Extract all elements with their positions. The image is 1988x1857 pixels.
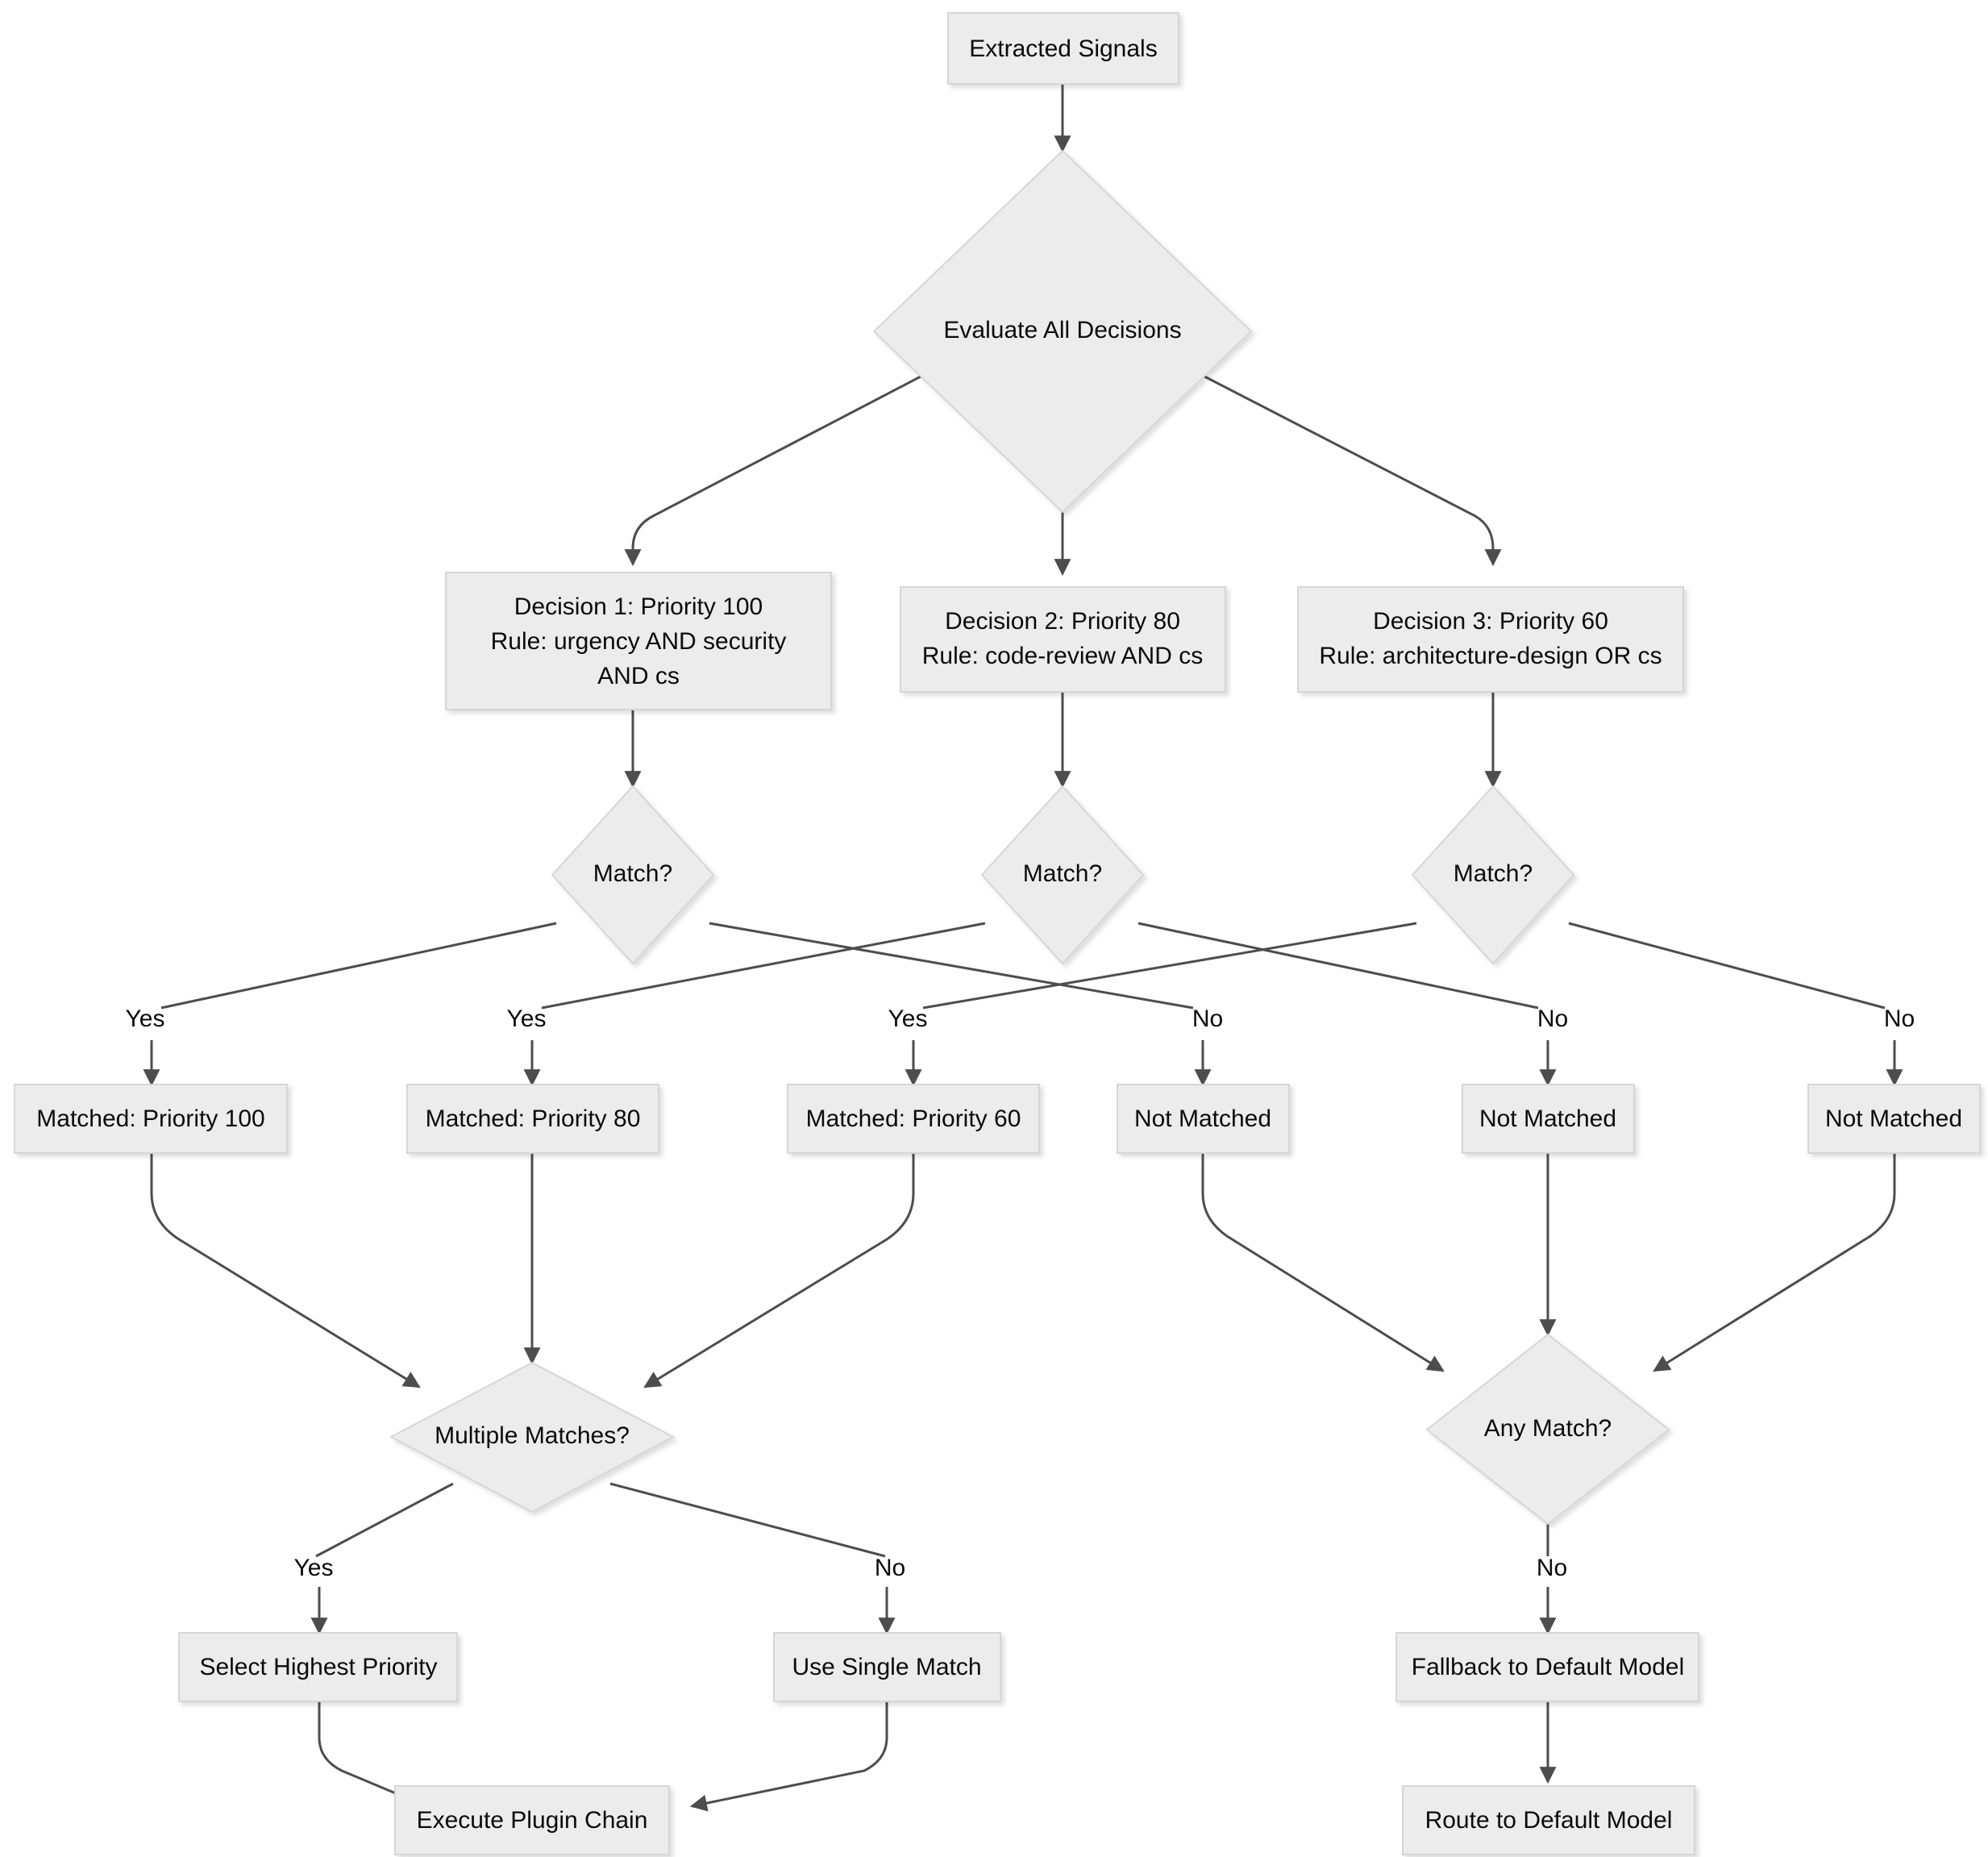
- nodes-layer: Extracted Signals Evaluate All Decisions…: [14, 12, 1981, 1855]
- edge-multiple-no: [609, 1482, 886, 1558]
- edge-label-multiple-yes: Yes: [294, 1555, 334, 1581]
- node-decision-1-line-1: Decision 1: Priority 100: [514, 593, 763, 620]
- node-matched-priority-100-label: Matched: Priority 100: [36, 1105, 264, 1132]
- edge-matched100-to-multiple: [150, 1153, 421, 1389]
- node-decision-2-line-1: Decision 2: Priority 80: [945, 608, 1180, 635]
- edge-notmatched3-to-anymatch: [1653, 1153, 1896, 1372]
- edge-multiple-yes: [315, 1482, 454, 1558]
- node-extracted-signals-label: Extracted Signals: [969, 35, 1157, 62]
- node-not-matched-1[interactable]: Not Matched: [1117, 1084, 1290, 1154]
- node-not-matched-3-label: Not Matched: [1825, 1105, 1962, 1132]
- node-decision-2[interactable]: Decision 2: Priority 80 Rule: code-revie…: [900, 586, 1226, 693]
- edge-match1-no: [709, 922, 1194, 1010]
- node-use-single-match[interactable]: Use Single Match: [773, 1632, 1001, 1702]
- node-decision-3-line-1: Decision 3: Priority 60: [1373, 608, 1608, 635]
- node-matched-priority-60[interactable]: Matched: Priority 60: [787, 1084, 1040, 1154]
- node-any-match[interactable]: Any Match?: [1425, 1333, 1670, 1526]
- node-matched-priority-80-label: Matched: Priority 80: [426, 1105, 641, 1132]
- node-multiple-matches[interactable]: Multiple Matches?: [389, 1361, 676, 1513]
- node-multiple-matches-label: Multiple Matches?: [435, 1422, 630, 1449]
- node-not-matched-1-label: Not Matched: [1134, 1105, 1271, 1132]
- node-fallback-to-default-model[interactable]: Fallback to Default Model: [1395, 1632, 1699, 1702]
- edge-label-anymatch-no: No: [1537, 1555, 1567, 1581]
- edge-usesingle-to-execute: [689, 1701, 888, 1812]
- node-select-highest-priority-label: Select Highest Priority: [199, 1654, 437, 1680]
- node-decision-1-line-3: AND cs: [597, 663, 680, 689]
- node-matched-priority-60-label: Matched: Priority 60: [806, 1105, 1021, 1132]
- node-match-1[interactable]: Match?: [551, 785, 715, 965]
- edge-match1-yes: [160, 922, 557, 1010]
- edge-notmatched1-to-anymatch: [1201, 1153, 1445, 1372]
- node-any-match-label: Any Match?: [1484, 1415, 1612, 1442]
- node-fallback-to-default-model-label: Fallback to Default Model: [1412, 1654, 1685, 1680]
- edges-layer: [143, 84, 1903, 1812]
- node-use-single-match-label: Use Single Match: [792, 1654, 981, 1680]
- node-evaluate-all-decisions[interactable]: Evaluate All Decisions: [872, 149, 1253, 514]
- node-not-matched-2-label: Not Matched: [1479, 1105, 1616, 1132]
- edge-label-no-3: No: [1884, 1006, 1915, 1032]
- node-decision-3[interactable]: Decision 3: Priority 60 Rule: architectu…: [1297, 586, 1684, 693]
- edge-label-yes-3: Yes: [888, 1006, 928, 1032]
- edge-label-no-1: No: [1192, 1006, 1223, 1032]
- node-match-3-label: Match?: [1454, 860, 1533, 887]
- node-matched-priority-80[interactable]: Matched: Priority 80: [406, 1084, 659, 1154]
- edge-match2-no: [1137, 922, 1539, 1010]
- node-select-highest-priority[interactable]: Select Highest Priority: [178, 1632, 458, 1702]
- edge-match2-yes: [541, 922, 986, 1010]
- node-decision-2-line-2: Rule: code-review AND cs: [922, 643, 1203, 669]
- node-not-matched-2[interactable]: Not Matched: [1462, 1084, 1635, 1154]
- node-not-matched-3[interactable]: Not Matched: [1807, 1084, 1981, 1154]
- node-route-to-default-model[interactable]: Route to Default Model: [1402, 1785, 1695, 1855]
- edge-match3-no: [1568, 922, 1886, 1010]
- edge-evaluate-to-decision3: [1185, 365, 1502, 567]
- node-matched-priority-100[interactable]: Matched: Priority 100: [14, 1084, 288, 1154]
- node-extracted-signals[interactable]: Extracted Signals: [947, 12, 1179, 85]
- edge-label-multiple-no: No: [875, 1555, 905, 1581]
- node-route-to-default-model-label: Route to Default Model: [1425, 1807, 1673, 1834]
- edge-match3-yes: [922, 922, 1417, 1010]
- node-match-3[interactable]: Match?: [1411, 785, 1575, 965]
- edge-selecthighest-to-execute: [318, 1701, 413, 1802]
- node-match-2-label: Match?: [1023, 860, 1102, 887]
- node-match-1-label: Match?: [593, 860, 672, 887]
- node-match-2[interactable]: Match?: [980, 785, 1145, 965]
- node-execute-plugin-chain[interactable]: Execute Plugin Chain: [394, 1785, 670, 1855]
- node-decision-3-line-2: Rule: architecture-design OR cs: [1319, 643, 1662, 669]
- edge-evaluate-to-decision1: [624, 365, 940, 567]
- edge-label-yes-2: Yes: [507, 1006, 547, 1032]
- edge-label-yes-1: Yes: [126, 1006, 165, 1032]
- edge-matched60-to-multiple: [643, 1153, 915, 1389]
- node-execute-plugin-chain-label: Execute Plugin Chain: [417, 1807, 648, 1834]
- edge-label-no-2: No: [1537, 1006, 1568, 1032]
- node-decision-1-line-2: Rule: urgency AND security: [491, 628, 787, 655]
- node-evaluate-all-decisions-label: Evaluate All Decisions: [943, 317, 1181, 344]
- node-decision-1[interactable]: Decision 1: Priority 100 Rule: urgency A…: [445, 572, 832, 710]
